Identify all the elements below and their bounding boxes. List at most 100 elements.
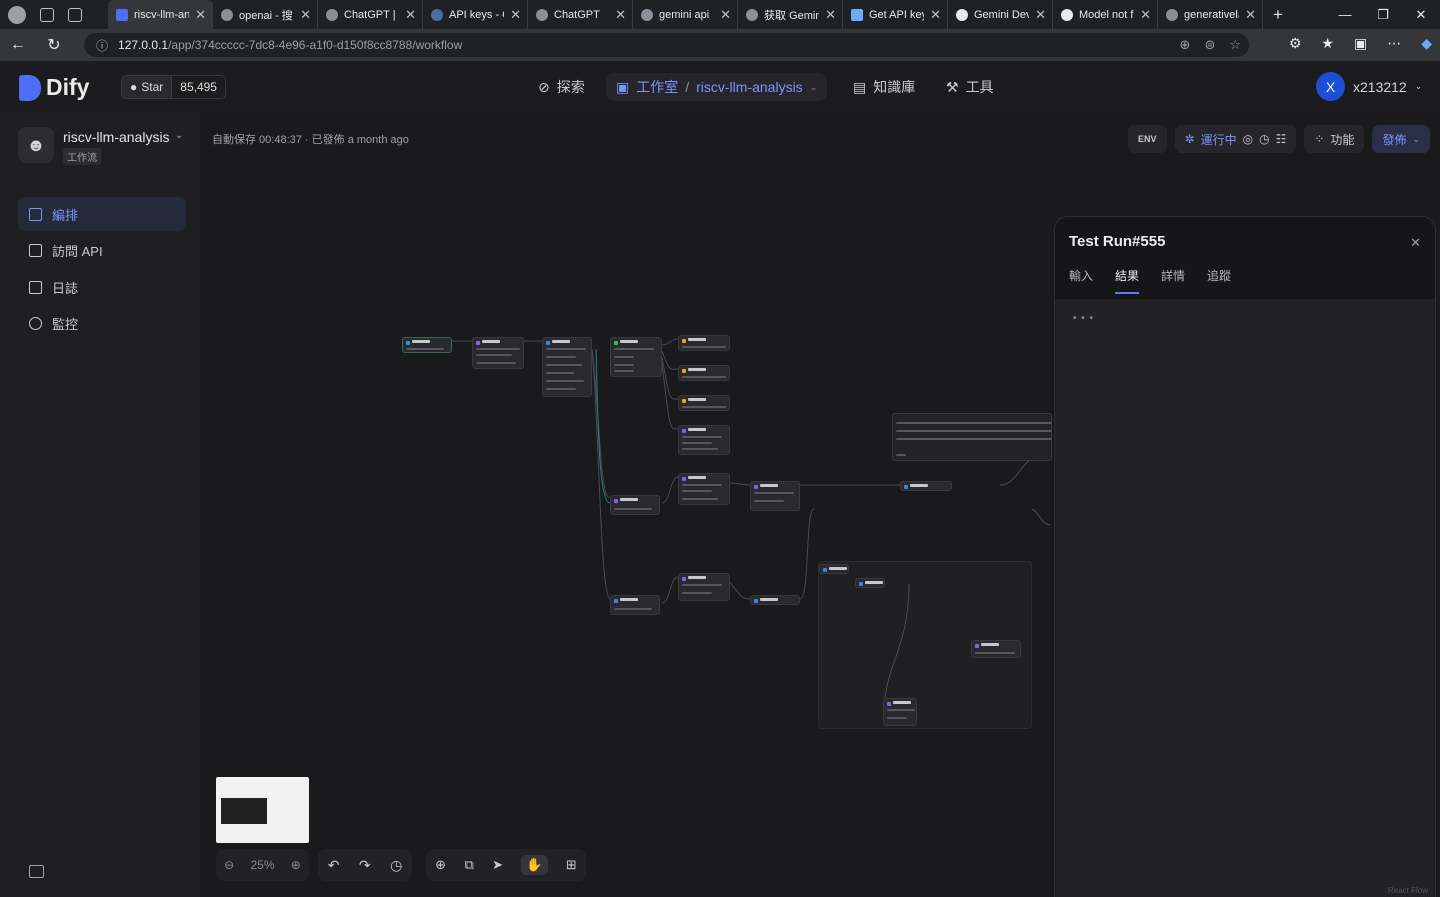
stop-icon[interactable]: ◎	[1242, 132, 1254, 146]
workflow-node[interactable]	[678, 473, 730, 505]
workflow-node[interactable]	[855, 578, 885, 588]
copilot-icon[interactable]: ◆	[1421, 35, 1432, 51]
browser-tab[interactable]: openai - 搜 ✕	[213, 0, 318, 29]
close-tab-icon[interactable]: ✕	[825, 6, 836, 22]
add-note-icon[interactable]: ⧉	[464, 857, 474, 872]
collapse-sidebar-icon[interactable]	[29, 865, 44, 878]
close-tab-icon[interactable]: ✕	[1035, 6, 1046, 22]
zoom-icon[interactable]: ⊕	[1179, 37, 1191, 52]
workflow-node[interactable]	[542, 337, 592, 397]
nav-studio[interactable]: ▣ 工作室 / riscv-llm-analysis ⌄	[606, 73, 828, 101]
workflow-node[interactable]	[678, 395, 730, 411]
features-button[interactable]: ⁘ 功能	[1304, 125, 1365, 153]
checklist-icon[interactable]: ☷	[1275, 132, 1287, 146]
version-history-icon[interactable]: ◷	[390, 856, 403, 873]
close-tab-icon[interactable]: ✕	[720, 6, 731, 22]
sidebar-item-monitor[interactable]: 監控	[18, 307, 186, 341]
workflow-node[interactable]	[750, 481, 800, 511]
reload-icon[interactable]: ↻	[47, 37, 61, 54]
close-tab-icon[interactable]: ✕	[615, 6, 626, 22]
sidebar-item-api[interactable]: 訪問 API	[18, 234, 186, 268]
sidebar-item-orchestrate[interactable]: 編排	[18, 197, 186, 231]
workflow-node[interactable]	[678, 335, 730, 351]
back-icon[interactable]: ←	[10, 36, 26, 53]
chevron-down-icon[interactable]: ⌄	[809, 81, 818, 92]
history-icon[interactable]: ◷	[1259, 132, 1270, 146]
browser-tab[interactable]: API keys - O ✕	[423, 0, 528, 29]
workflow-canvas[interactable]: 自動保存 00:48:37 · 已發佈 a month ago ENV ✲ 運行…	[200, 113, 1440, 897]
browser-tab[interactable]: generativela ✕	[1158, 0, 1263, 29]
browser-tab[interactable]: gemini api ✕	[633, 0, 738, 29]
workflow-node[interactable]	[678, 573, 730, 601]
zoom-level[interactable]: 25%	[250, 858, 275, 872]
user-menu[interactable]: X x213212 ⌄	[1316, 72, 1422, 101]
tab-result[interactable]: 結果	[1115, 267, 1140, 294]
close-tab-icon[interactable]: ✕	[405, 6, 416, 22]
workspaces-icon[interactable]	[40, 7, 54, 22]
close-window-icon[interactable]: ✕	[1415, 7, 1427, 22]
zoom-out-icon[interactable]: ⊖	[224, 858, 235, 872]
site-info-icon[interactable]: ⓘ	[96, 38, 109, 53]
close-tab-icon[interactable]: ✕	[1245, 6, 1256, 22]
browser-tab[interactable]: riscv-llm-an ✕	[108, 0, 213, 29]
workflow-node[interactable]	[610, 337, 662, 377]
workflow-node[interactable]	[750, 595, 800, 605]
workflow-node[interactable]	[610, 595, 660, 615]
zoom-in-icon[interactable]: ⊕	[290, 858, 301, 872]
workflow-node[interactable]	[819, 564, 849, 574]
browser-tab[interactable]: Model not f ✕	[1053, 0, 1158, 29]
workflow-node[interactable]	[900, 481, 952, 491]
browser-tab[interactable]: 获取 Gemini ✕	[738, 0, 843, 29]
favorites-icon[interactable]: ★	[1321, 35, 1334, 51]
close-tab-icon[interactable]: ✕	[195, 6, 206, 22]
tab-actions-icon[interactable]	[68, 7, 82, 22]
collections-icon[interactable]: ▣	[1353, 35, 1368, 51]
workflow-node[interactable]	[892, 413, 1052, 461]
pointer-icon[interactable]: ➤	[492, 857, 503, 872]
close-tab-icon[interactable]: ✕	[300, 6, 311, 22]
workflow-node[interactable]	[678, 425, 730, 455]
tab-tracing[interactable]: 追蹤	[1207, 269, 1232, 283]
undo-icon[interactable]: ↶	[327, 856, 340, 873]
publish-button[interactable]: 發佈 ⌄	[1372, 125, 1430, 153]
url-field[interactable]: ⓘ 127.0.0.1/app/374ccccc-7dc8-4e96-a1f0-…	[84, 33, 1249, 57]
redo-icon[interactable]: ↷	[358, 856, 371, 873]
nav-knowledge[interactable]: ▤ 知識庫	[853, 78, 916, 96]
tab-input[interactable]: 輸入	[1069, 269, 1094, 283]
new-tab-button[interactable]: +	[1273, 4, 1283, 24]
hand-icon[interactable]: ✋	[521, 855, 548, 875]
app-info[interactable]: ☻ riscv-llm-analysis 工作流	[18, 127, 170, 166]
workflow-node[interactable]	[883, 698, 917, 726]
extensions-icon[interactable]: ⚙	[1288, 35, 1302, 51]
sidebar-item-logs[interactable]: 日誌	[18, 270, 186, 304]
tab-detail[interactable]: 詳情	[1161, 269, 1186, 283]
more-icon[interactable]: ⋯	[1387, 35, 1402, 51]
browser-tab[interactable]: ChatGPT | O ✕	[318, 0, 423, 29]
react-flow-attribution[interactable]: React Flow	[1387, 886, 1428, 895]
github-star-badge[interactable]: ●Star 85,495	[121, 75, 226, 99]
iteration-node[interactable]	[818, 561, 1032, 729]
restore-icon[interactable]: ❐	[1377, 7, 1389, 22]
workflow-node[interactable]	[971, 640, 1021, 658]
app-breadcrumb[interactable]: riscv-llm-analysis	[696, 79, 803, 95]
minimize-icon[interactable]: —	[1338, 7, 1352, 22]
close-tab-icon[interactable]: ✕	[510, 6, 521, 22]
browser-tab[interactable]: ChatGPT ✕	[528, 0, 633, 29]
env-button[interactable]: ENV	[1128, 125, 1167, 153]
reader-icon[interactable]: ⊜	[1204, 37, 1216, 52]
canvas-minimap[interactable]	[216, 777, 309, 843]
close-tab-icon[interactable]: ✕	[1140, 6, 1151, 22]
workflow-node[interactable]	[472, 337, 524, 369]
workflow-node-start[interactable]	[402, 337, 452, 353]
browser-tab[interactable]: Gemini Dev ✕	[948, 0, 1053, 29]
run-status-button[interactable]: ✲ 運行中 ◎ ◷ ☷	[1174, 125, 1297, 153]
add-node-icon[interactable]: ⊕	[435, 857, 447, 872]
close-tab-icon[interactable]: ✕	[930, 6, 941, 22]
browser-tab[interactable]: Get API key ✕	[843, 0, 948, 29]
dify-logo[interactable]: Dify	[19, 74, 89, 101]
organize-icon[interactable]: ⊞	[565, 857, 577, 872]
workflow-node[interactable]	[678, 365, 730, 381]
workflow-node[interactable]	[610, 495, 660, 515]
profile-icon[interactable]	[8, 5, 26, 24]
nav-tools[interactable]: ⚒ 工具	[946, 78, 994, 96]
